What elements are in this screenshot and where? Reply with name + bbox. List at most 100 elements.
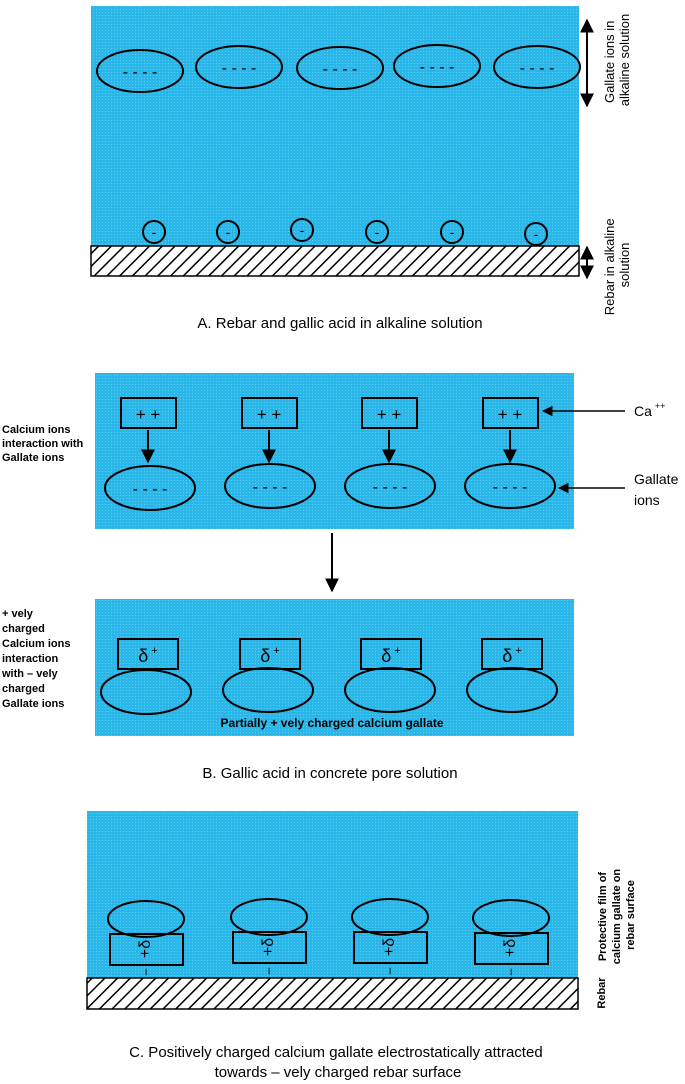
b1-left-label-line1: Calcium ions [2, 424, 70, 436]
gallate-ion: - - - - [393, 44, 481, 88]
b2-inner-caption: Partially + vely charged calcium gallate [220, 716, 443, 730]
rebar-side-label-line2: solution [617, 243, 632, 288]
panel-b1-solution [95, 373, 574, 529]
delta-sup: + [515, 645, 521, 657]
small-ion-label: - [375, 224, 380, 240]
small-ion: - [440, 220, 464, 244]
b1-left-label-line3: Gallate ions [2, 452, 64, 464]
delta-sup: + [151, 645, 157, 657]
protective-film-label-line1: Protective film of [597, 872, 609, 962]
gallate-label: - - - - [133, 481, 168, 498]
film-pair: +δ – [230, 898, 308, 974]
ca-box-label: + + [498, 405, 523, 424]
gallate-ion: - - - - [296, 46, 384, 90]
delta-label: δ+ [502, 645, 521, 666]
b2-left-label-line3: Calcium ions [2, 638, 70, 650]
small-ion: - [290, 218, 314, 242]
calcium-gallate-pair: + + - - - - [464, 397, 556, 509]
calcium-gallate-pair: + + - - - - [224, 397, 316, 509]
delta-gallate-pair: δ+ [222, 638, 314, 713]
b1-left-label-line2: interaction with [2, 438, 84, 450]
delta-gallate-pair: δ+ [466, 638, 558, 713]
b2-left-label-line1: + vely [2, 608, 34, 620]
b2-left-label-line6: charged [2, 683, 45, 695]
gallate-label: - - - - [373, 479, 408, 496]
delta-label: δ+ [260, 645, 279, 666]
gallate-ions-label-line1: Gallate [634, 471, 679, 487]
ca-label-text: Ca [634, 403, 652, 419]
film-pair: +δ – [351, 898, 429, 974]
protective-film-label-line2: calcium gallate on [611, 869, 623, 965]
gallate-ion-label: - - - - [420, 59, 455, 76]
film-box-label: +δ [137, 940, 154, 958]
small-ion-label: - [450, 224, 455, 240]
film-box-label: +δ [502, 939, 519, 957]
film-box-label: +δ [381, 938, 398, 956]
delta-char: δ [260, 646, 270, 666]
delta-char: δ [381, 646, 391, 666]
small-ion-row: - - - - - - [142, 218, 548, 246]
delta-label: δ+ [138, 645, 157, 666]
panel-c-caption: C. Positively charged calcium gallate el… [129, 1044, 547, 1081]
gallate-ions-label: Gallate ions [634, 471, 682, 508]
delta-gallate-pair: δ+ [100, 638, 192, 715]
film-box-minus: – [503, 968, 517, 975]
panel-b2: δ+ δ+ δ+ δ+ Partially + vely charged cal… [1, 599, 574, 782]
film-pair: +δ – [107, 900, 185, 975]
small-ion-label: - [534, 226, 539, 242]
b2-left-label: + vely charged Calcium ions interaction … [1, 608, 74, 710]
delta-sup: + [273, 645, 279, 657]
panel-c-caption-line2: towards – vely charged rebar surface [215, 1064, 462, 1081]
delta-sup: + [394, 645, 400, 657]
ca-box-label: + + [377, 405, 402, 424]
small-ion: - [142, 220, 166, 244]
gallate-ions-label-line2: ions [634, 492, 660, 508]
panel-c-solution [87, 811, 578, 978]
b2-left-label-line2: charged [2, 623, 45, 635]
panel-c-caption-line1: C. Positively charged calcium gallate el… [129, 1044, 543, 1061]
small-ion-label: - [226, 224, 231, 240]
panel-c: +δ – +δ – +δ – +δ – Protective film of c… [86, 811, 637, 1081]
film-box-minus: – [138, 968, 152, 975]
ca-box-label: + + [136, 405, 161, 424]
delta-char: δ [502, 646, 512, 666]
protective-film-label: Protective film of calcium gallate on re… [597, 866, 637, 964]
panel-b-caption: B. Gallic acid in concrete pore solution [202, 765, 457, 782]
gallate-side-label-line1: Gallate ions in [602, 21, 617, 103]
ca-label: Ca++ [634, 401, 665, 419]
gallate-ion-label: - - - - [123, 64, 158, 81]
rebar-side-label: Rebar in alkaline solution [602, 215, 632, 315]
ca-box-label: + + [257, 405, 282, 424]
panel-a-rebar [90, 245, 580, 277]
gallate-side-label: Gallate ions in alkaline solution [602, 14, 632, 107]
rebar-side-label-line1: Rebar in alkaline [602, 218, 617, 315]
b1-left-label: Calcium ions interaction with Gallate io… [2, 424, 86, 464]
small-ion: - [365, 220, 389, 244]
film-pair: +δ – [472, 899, 550, 975]
gallate-label: - - - - [253, 479, 288, 496]
film-box-label: +δ [260, 938, 277, 956]
gallate-ion-label: - - - - [222, 60, 257, 77]
protective-film-label-line3: rebar surface [625, 880, 637, 950]
gallate-label: - - - - [493, 479, 528, 496]
panel-a: - - - - - - - - - - - - - - - - - - - - … [90, 6, 632, 332]
small-ion: - [216, 220, 240, 244]
panel-b1: + + - - - - + + - - - - + + - - - - + + … [2, 373, 682, 529]
gallate-side-label-line2: alkaline solution [617, 14, 632, 107]
panel-a-caption: A. Rebar and gallic acid in alkaline sol… [197, 315, 482, 332]
ca-label-sup: ++ [655, 401, 666, 411]
b2-left-label-line5: with – vely [1, 668, 59, 680]
film-box-minus: – [382, 967, 396, 974]
calcium-gallate-pair: + + - - - - [104, 397, 196, 511]
panel-a-solution [91, 6, 579, 246]
small-ion-label: - [300, 222, 305, 238]
delta-gallate-pair: δ+ [344, 638, 436, 713]
gallate-ion-label: - - - - [520, 60, 555, 77]
gallate-ion-label: - - - - [323, 61, 358, 78]
small-ion: - [524, 222, 548, 246]
small-ion-label: - [152, 224, 157, 240]
panel-c-rebar [86, 977, 579, 1010]
gallate-ion: - - - - [195, 45, 283, 89]
calcium-gallate-pair: + + - - - - [344, 397, 436, 509]
